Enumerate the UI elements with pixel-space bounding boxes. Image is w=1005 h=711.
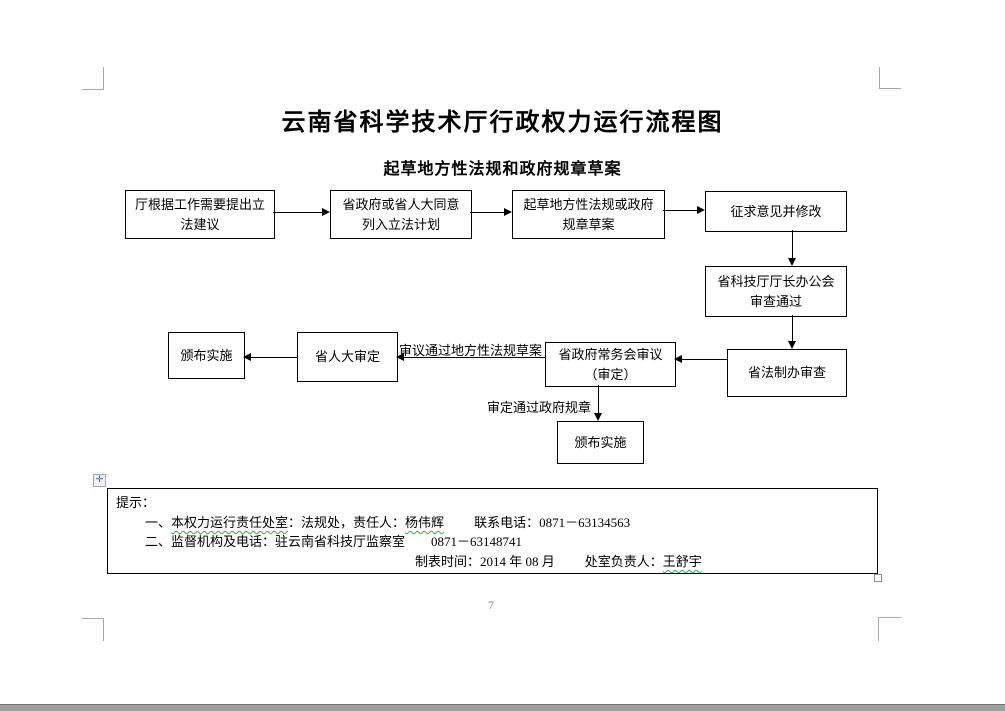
- note-line-footer: 制表时间：2014 年 08 月 处室负责人：王舒宇: [415, 551, 702, 570]
- note-line1-prefix: 一、: [145, 515, 172, 530]
- note-line1-dept: 本权力运行责任处室: [171, 515, 289, 530]
- flow-box-gov-meeting: 省政府常务会审议 （审定）: [545, 342, 676, 387]
- note-line1-person: 杨伟辉: [405, 515, 445, 530]
- crop-mark-top-left-h: [82, 89, 104, 90]
- edge-label-regulation-path: 审议通过地方性法规草案: [399, 343, 543, 358]
- arrow-draft-to-consult-head: [697, 206, 705, 214]
- note-line3-chief: 王舒宇: [662, 554, 702, 569]
- note-line3-made: 制表时间：2014 年 08 月: [415, 554, 555, 569]
- arrow-gov-to-npc-head: [396, 353, 404, 361]
- table-resize-handle[interactable]: [874, 574, 882, 582]
- note-table: [107, 488, 878, 574]
- arrow-office-to-legal-head: [788, 341, 796, 349]
- flow-box-legal-review: 省法制办审查: [727, 349, 847, 397]
- arrow-plan-to-draft-line: [470, 212, 504, 213]
- note-line1-mid: ：法规处，责任人：: [288, 515, 406, 530]
- flow-box-plan: 省政府或省人大同意 列入立法计划: [330, 190, 472, 239]
- edge-label-rule-path: 审定通过政府规章: [487, 400, 592, 415]
- arrow-npc-to-publish-head: [243, 353, 251, 361]
- arrow-gov-to-publish-rule-line: [598, 385, 599, 413]
- crop-mark-bottom-left-h: [82, 618, 104, 619]
- note-line3-chief-label: 处室负责人：: [584, 554, 663, 569]
- arrow-consult-to-office-line: [792, 230, 793, 258]
- flow-box-draft: 起草地方性法规或政府 规章草案: [512, 190, 665, 239]
- arrow-consult-to-office-head: [788, 258, 796, 266]
- flow-box-publish-regulation: 颁布实施: [168, 332, 245, 379]
- note-line-supervision: 二、监督机构及电话：驻云南省科技厅监察室 0871－63148741: [145, 534, 523, 549]
- flow-box-office-review: 省科技厅厅长办公会 审查通过: [705, 266, 847, 317]
- table-move-handle[interactable]: ✛: [93, 474, 106, 487]
- arrow-office-to-legal-line: [792, 315, 793, 341]
- move-icon: ✛: [95, 475, 104, 485]
- page-bottom-edge: [0, 704, 1005, 711]
- note-line-responsible: 一、本权力运行责任处室：法规处，责任人：杨伟辉 联系电话：0871－6313456…: [145, 512, 630, 531]
- arrow-legal-to-gov-line: [682, 359, 727, 360]
- arrow-propose-to-plan-line: [273, 212, 322, 213]
- flow-box-publish-rule: 颁布实施: [557, 421, 644, 464]
- arrow-legal-to-gov-head: [674, 355, 682, 363]
- flow-box-npc-review: 省人大审定: [297, 332, 398, 382]
- arrow-gov-to-npc-line: [404, 357, 545, 358]
- crop-mark-top-right-h: [879, 88, 901, 89]
- crop-mark-top-left-v: [103, 67, 104, 90]
- note-line1-contact: 联系电话：0871－63134563: [474, 515, 631, 530]
- arrow-npc-to-publish-line: [251, 357, 297, 358]
- arrow-gov-to-publish-rule-head: [594, 413, 602, 421]
- note-heading: 提示：: [116, 495, 156, 510]
- arrow-plan-to-draft-head: [504, 208, 512, 216]
- page-title: 云南省科学技术厅行政权力运行流程图: [281, 110, 724, 136]
- flow-box-consult: 征求意见并修改: [705, 191, 847, 232]
- page-number: 7: [488, 598, 494, 612]
- arrow-propose-to-plan-head: [322, 208, 330, 216]
- page-subtitle: 起草地方性法规和政府规章草案: [383, 161, 622, 178]
- arrow-draft-to-consult-line: [663, 210, 697, 211]
- crop-mark-bottom-right-v: [878, 617, 879, 641]
- crop-mark-bottom-left-v: [103, 618, 104, 641]
- crop-mark-bottom-right-h: [878, 617, 901, 618]
- flow-box-propose: 厅根据工作需要提出立 法建议: [125, 190, 275, 239]
- crop-mark-top-right-v: [879, 67, 880, 89]
